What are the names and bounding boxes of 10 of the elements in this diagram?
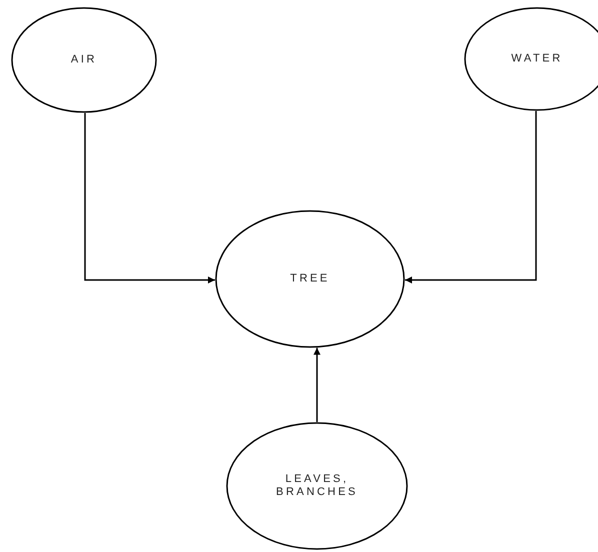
- node-label: TREE: [289, 272, 331, 286]
- node-label: WATER: [510, 52, 564, 66]
- arrow: [405, 111, 537, 284]
- ellipse-node: [11, 7, 157, 113]
- node-label: AIR: [70, 54, 98, 66]
- ellipse-node: [215, 210, 405, 348]
- node-label: LEAVES, BRANCHES: [275, 473, 359, 499]
- ellipse-node: [226, 422, 408, 550]
- arrow: [314, 348, 320, 422]
- arrow: [84, 113, 215, 284]
